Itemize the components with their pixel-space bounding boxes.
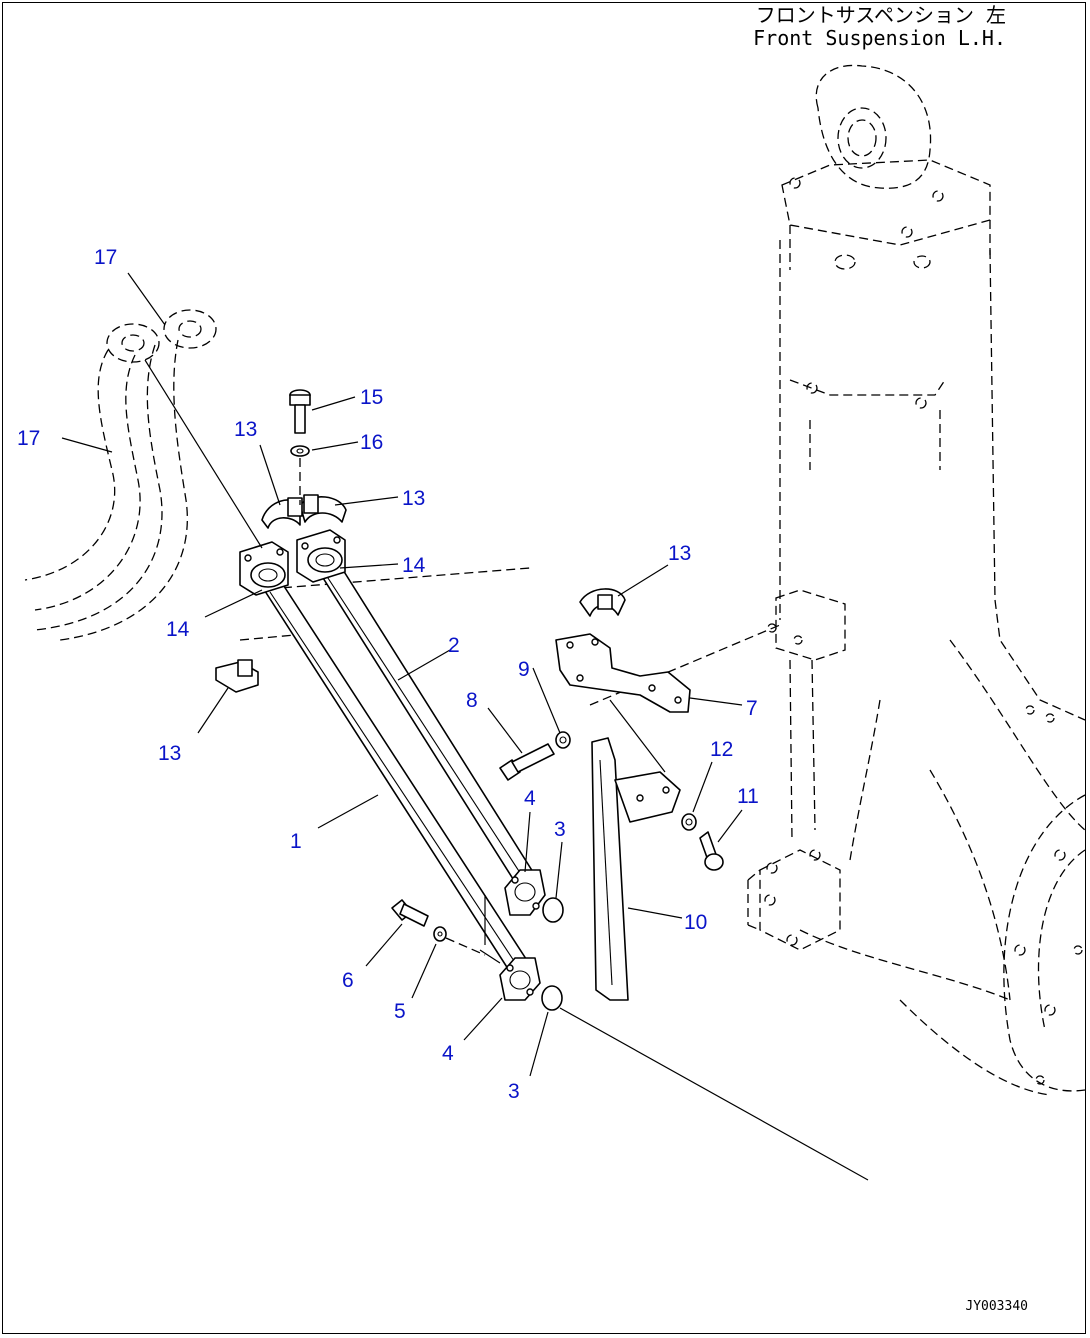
flange-14-right [296, 529, 346, 583]
callout-3-lower: 3 [508, 1080, 520, 1103]
callout-7: 7 [746, 697, 758, 720]
construction-line-b [239, 634, 296, 641]
construction-line-a [254, 567, 531, 591]
callout-10: 10 [684, 911, 707, 934]
callout-16: 16 [360, 431, 383, 454]
flange-4-marker [479, 895, 501, 964]
washer-16 [290, 445, 310, 457]
suspension-cylinder-reference [779, 64, 996, 620]
callout-4-lower: 4 [442, 1042, 454, 1065]
clamp-13-lower [215, 659, 259, 693]
o-ring-3-lower [541, 985, 563, 1011]
callout-2: 2 [448, 634, 460, 657]
clamp-13-right [579, 588, 626, 617]
flange-14-left [239, 541, 289, 596]
callout-14-left: 14 [166, 618, 190, 641]
washer-9 [555, 731, 571, 749]
callout-13-top-right: 13 [402, 487, 425, 510]
o-ring-3-upper [542, 897, 564, 923]
callout-13-bracket: 13 [668, 542, 691, 565]
callout-3-upper: 3 [554, 818, 566, 841]
flange-4-upper [504, 869, 546, 916]
title-english: Front Suspension L.H. [753, 26, 1006, 50]
bolt-6 [391, 899, 429, 927]
callout-5: 5 [394, 1000, 406, 1023]
leader-lines [61, 272, 743, 1077]
clamp-13-top [261, 494, 347, 529]
callout-labels: 17 17 15 16 13 13 14 14 13 13 2 9 7 8 12… [17, 246, 759, 1103]
drawing-code: JY003340 [965, 1299, 1028, 1314]
guard-10-mount-line [609, 699, 666, 773]
callout-13-top-left: 13 [234, 418, 257, 441]
tube-1 [262, 579, 531, 976]
axle-housing-reference [747, 589, 1086, 1096]
callout-17-upper: 17 [94, 246, 117, 269]
flange-4-lower [499, 957, 541, 1001]
callout-11: 11 [737, 785, 759, 808]
callout-15: 15 [360, 386, 383, 409]
callout-14-right: 14 [402, 554, 426, 577]
o-ring-3-reference-line [559, 1007, 869, 1181]
callout-6: 6 [342, 969, 354, 992]
callout-4-upper: 4 [524, 787, 536, 810]
washer-5 [433, 926, 447, 942]
bolt-6-axis [445, 937, 486, 956]
washer-12 [681, 813, 697, 831]
bolt-8 [499, 743, 555, 781]
bracket-7 [555, 633, 691, 713]
callout-1: 1 [290, 830, 302, 853]
guard-10 [591, 737, 681, 1001]
bolt-15 [289, 389, 311, 434]
callout-9: 9 [518, 658, 530, 681]
callout-13-lower: 13 [158, 742, 181, 765]
callout-8: 8 [466, 689, 478, 712]
callout-17-left: 17 [17, 427, 40, 450]
callout-12: 12 [710, 738, 733, 761]
bolt-11 [699, 831, 724, 871]
title-japanese: フロントサスペンション 左 [756, 3, 1006, 27]
hose-17-reference [24, 309, 217, 641]
